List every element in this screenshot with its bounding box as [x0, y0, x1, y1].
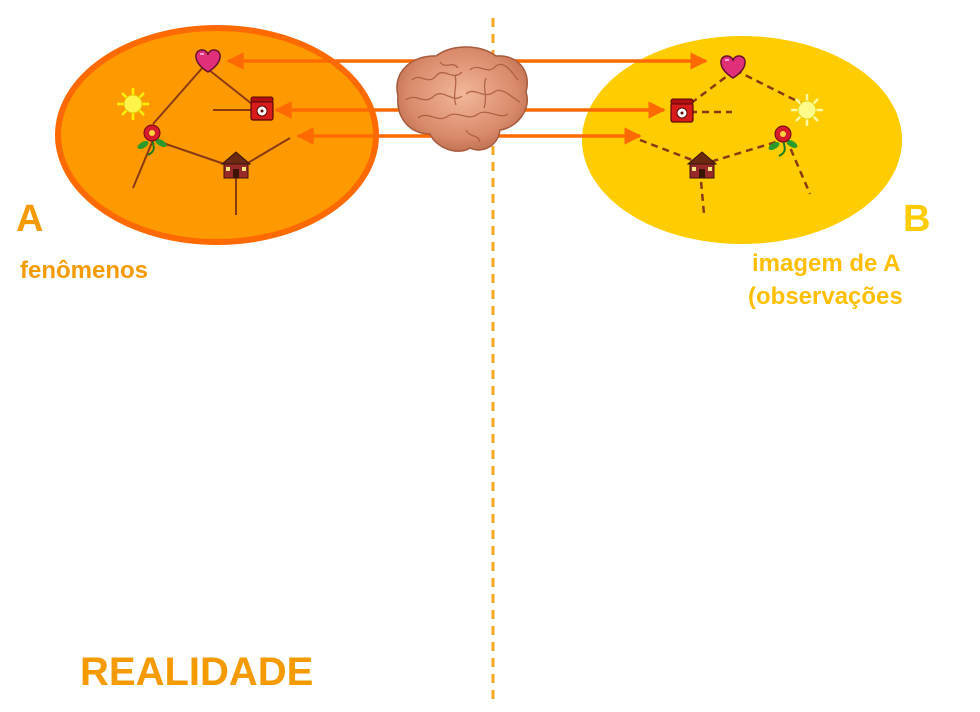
brain-icon: [396, 46, 529, 152]
label-realidade: REALIDADE: [80, 650, 314, 694]
label-observacoes: (observações: [748, 283, 903, 310]
telephone-icon: [250, 96, 274, 121]
house-icon: [686, 151, 718, 179]
flower-icon: [137, 124, 167, 156]
label-b: B: [903, 198, 931, 240]
heart-icon: [720, 55, 746, 79]
flower-icon: [768, 125, 798, 157]
house-icon: [220, 151, 252, 179]
telephone-icon: [670, 98, 694, 123]
label-a: A: [16, 198, 44, 240]
circle-b: [582, 36, 902, 244]
sun-icon: [791, 94, 823, 126]
heart-icon: [195, 49, 221, 73]
label-fenomenos: fenômenos: [20, 257, 149, 284]
sun-icon: [117, 88, 149, 120]
label-imagem: imagem de A: [752, 250, 901, 277]
